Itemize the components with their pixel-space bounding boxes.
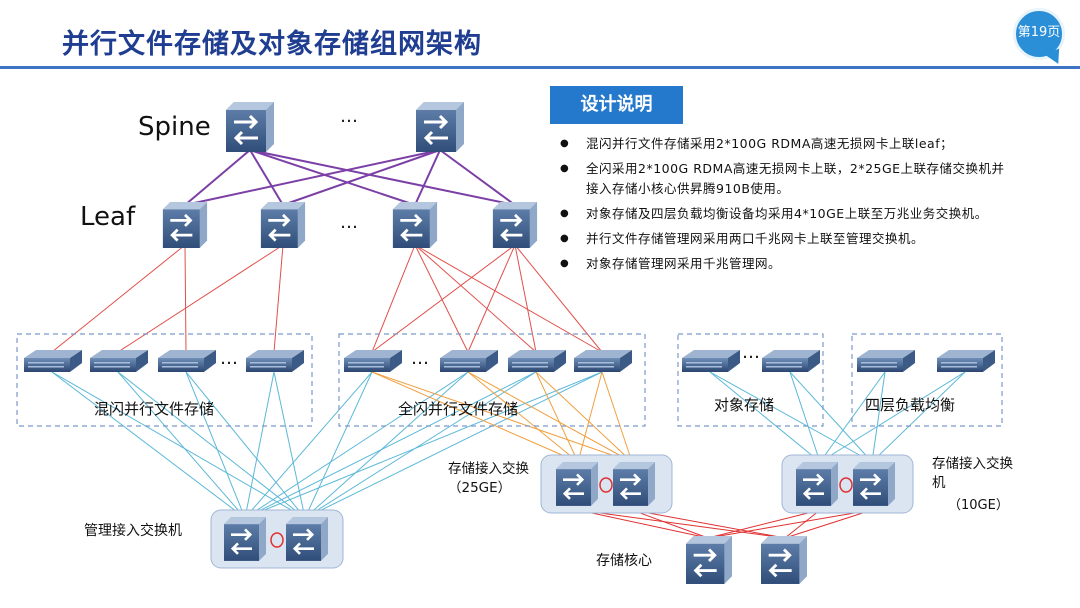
stack-link xyxy=(599,477,613,493)
server-ellipsis: … xyxy=(742,342,760,363)
group-label-hybrid-flash: 混闪并行文件存储 xyxy=(94,400,215,418)
stack-link xyxy=(270,532,284,548)
storage-25ge-links xyxy=(371,371,633,463)
storage-access-10ge-label: 存储接入交换机 xyxy=(932,456,1013,491)
leaf-server-links xyxy=(51,244,603,353)
group-label-all-flash: 全闪并行文件存储 xyxy=(398,400,519,418)
group-box-l4-lb xyxy=(851,333,1003,427)
spine-label: Spine xyxy=(138,112,211,142)
spine-ellipsis: … xyxy=(340,106,358,127)
design-note-item: 并行文件存储管理网采用两口千兆网卡上联至管理交换机。 xyxy=(560,229,1010,249)
spine-switch xyxy=(226,102,274,152)
page-title: 并行文件存储及对象存储组网架构 xyxy=(62,29,482,60)
storage-access-25ge-label: 存储接入交换（25GE） xyxy=(448,461,529,496)
group-box-object-storage xyxy=(677,333,824,427)
storage-access-10ge-switch xyxy=(853,462,895,506)
storage-access-10ge-switch xyxy=(796,462,838,506)
server-hybrid-flash xyxy=(24,350,82,372)
spine-leaf-links xyxy=(184,149,516,206)
server-l4-lb xyxy=(857,350,915,372)
group-box-all-flash xyxy=(338,333,646,427)
group-label-object-storage: 对象存储 xyxy=(714,396,775,414)
server-hybrid-flash xyxy=(158,350,216,372)
storage-access-10ge-speed: （10GE） xyxy=(948,498,1009,513)
design-notes-list: 混闪并行文件存储采用2*100G RDMA高速无损网卡上联leaf； 全闪采用2… xyxy=(560,134,1010,279)
server-all-flash xyxy=(440,350,498,372)
stack-link xyxy=(839,477,853,493)
storage-access-25ge-switch xyxy=(556,462,598,506)
mgmt-access-switch xyxy=(224,517,266,561)
server-hybrid-flash xyxy=(90,350,148,372)
leaf-switch xyxy=(491,202,539,248)
design-note-item: 混闪并行文件存储采用2*100G RDMA高速无损网卡上联leaf； xyxy=(560,134,1010,154)
core-links xyxy=(577,509,873,539)
mgmt-access-switch xyxy=(286,517,328,561)
design-notes-title: 设计说明 xyxy=(550,86,683,124)
design-note-item: 对象存储管理网采用千兆管理网。 xyxy=(560,254,1010,274)
storage-core-label: 存储核心 xyxy=(596,553,652,569)
leaf-switch xyxy=(391,202,439,248)
server-ellipsis: … xyxy=(220,348,238,369)
page-number-badge: 第19页 xyxy=(1013,8,1065,68)
server-all-flash xyxy=(344,350,402,372)
server-ellipsis: … xyxy=(411,348,429,369)
server-all-flash xyxy=(574,350,632,372)
server-l4-lb xyxy=(937,350,995,372)
server-all-flash xyxy=(508,350,566,372)
spine-switch xyxy=(416,102,464,152)
storage-access-25ge-switch xyxy=(613,462,655,506)
design-note-item: 对象存储及四层负载均衡设备均采用4*10GE上联至万兆业务交换机。 xyxy=(560,204,1010,224)
storage-core-switch xyxy=(686,535,732,585)
page-number: 第19页 xyxy=(1017,25,1061,40)
title-divider xyxy=(0,66,1080,69)
design-note-item: 全闪采用2*100G RDMA高速无损网卡上联，2*25GE上联存储交换机并接入… xyxy=(560,159,1010,199)
server-object-storage xyxy=(762,350,820,372)
leaf-ellipsis: … xyxy=(340,212,358,233)
leaf-switch xyxy=(161,202,209,248)
server-object-storage xyxy=(682,350,740,372)
server-hybrid-flash xyxy=(246,350,304,372)
leaf-label: Leaf xyxy=(80,202,136,232)
storage-core-switch xyxy=(761,535,807,585)
group-box-hybrid-flash xyxy=(16,333,313,427)
group-label-l4-lb: 四层负载均衡 xyxy=(865,396,956,414)
mgmt-access-switch-label: 管理接入交换机 xyxy=(84,523,182,539)
leaf-switch xyxy=(259,202,307,248)
